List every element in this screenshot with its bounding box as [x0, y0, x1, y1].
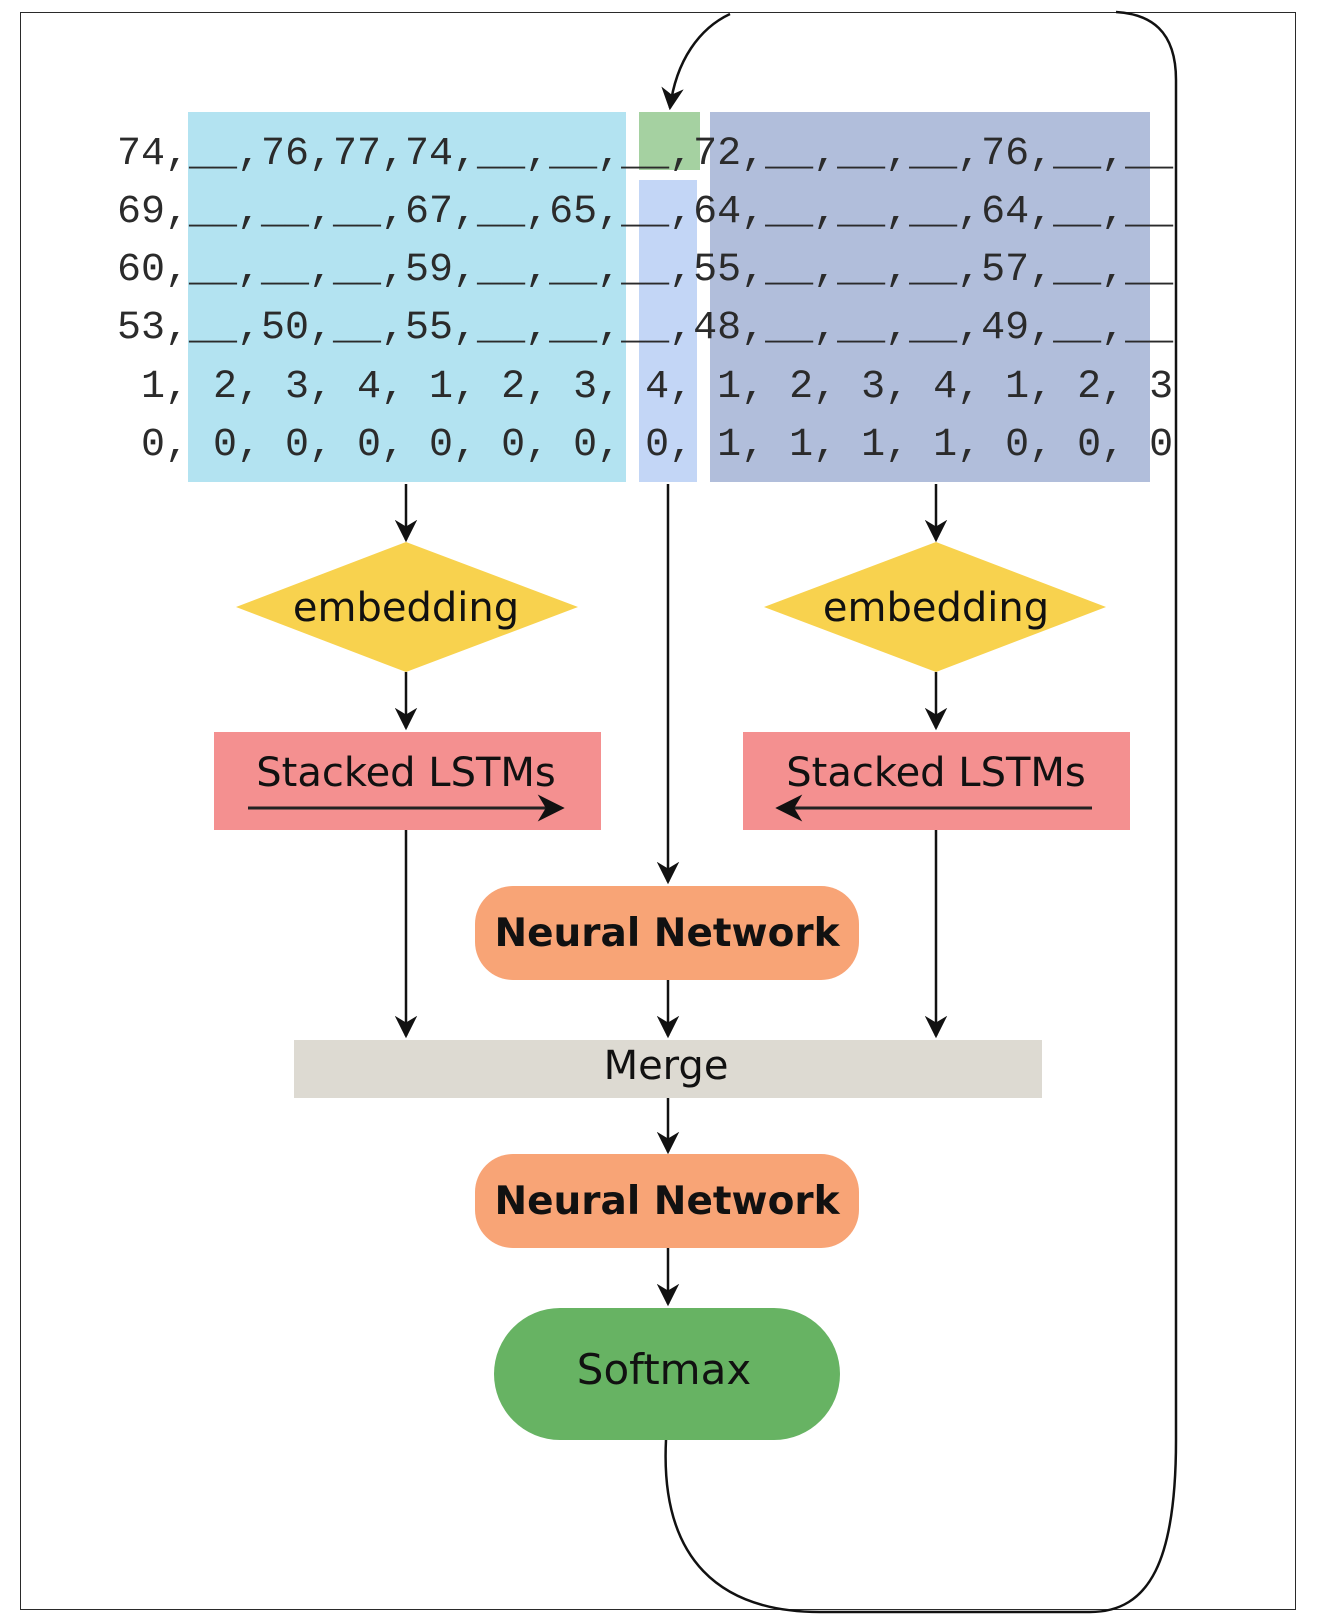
grid-row-3: 60,__,__,__,59,__,__,__,55,__,__,__,57,_…: [117, 248, 1174, 293]
softmax-node: Softmax: [494, 1308, 840, 1440]
embedding-left-label: embedding: [293, 585, 519, 631]
lstm-left-label: Stacked LSTMs: [256, 750, 556, 796]
neural-network-top-node: Neural Network: [475, 886, 859, 980]
grid-row-2: 69,__,__,__,67,__,65,__,64,__,__,__,64,_…: [117, 190, 1174, 235]
neural-network-bottom-label: Neural Network: [494, 1179, 840, 1224]
grid-row-5: 1, 2, 3, 4, 1, 2, 3, 4, 1, 2, 3, 4, 1, 2…: [117, 365, 1173, 410]
lstm-right-label: Stacked LSTMs: [786, 750, 1086, 796]
embedding-right-label: embedding: [823, 585, 1049, 631]
score-grid: 74,__,76,77,74,__,__,__,72,__,__,__,76,_…: [117, 132, 1174, 468]
neural-network-top-label: Neural Network: [494, 911, 840, 956]
neural-network-bottom-node: Neural Network: [475, 1154, 859, 1248]
grid-row-6: 0, 0, 0, 0, 0, 0, 0, 0, 1, 1, 1, 1, 0, 0…: [117, 423, 1173, 468]
grid-row-4: 53,__,50,__,55,__,__,__,48,__,__,__,49,_…: [117, 306, 1174, 351]
feedback-edge: [666, 10, 1178, 1614]
diagram-frame: [20, 12, 1296, 1610]
embedding-right-node: embedding: [764, 542, 1106, 672]
merge-node: Merge: [294, 1040, 1042, 1098]
embedding-left-node: embedding: [236, 542, 578, 672]
softmax-label: Softmax: [577, 1345, 751, 1394]
target-column-region: [639, 180, 697, 482]
merge-label: Merge: [604, 1043, 729, 1089]
right-context-region: [710, 112, 1150, 482]
lstm-left-node: Stacked LSTMs: [214, 732, 601, 830]
lstm-right-node: Stacked LSTMs: [743, 732, 1130, 830]
left-context-region: [188, 112, 626, 482]
grid-row-1: 74,__,76,77,74,__,__,__,72,__,__,__,76,_…: [117, 132, 1174, 177]
